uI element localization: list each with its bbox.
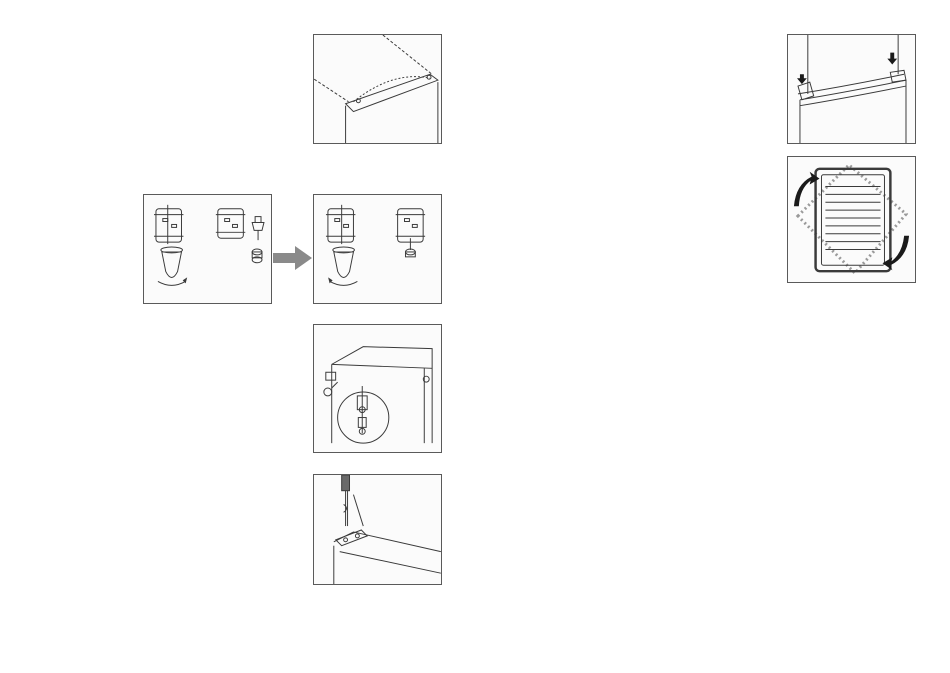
figure-door-top-pressing [787, 34, 916, 144]
figure-bottom-hinge-detail [313, 324, 442, 453]
bottom-hinge-detail-illustration [314, 325, 441, 452]
right-arrow-icon [273, 244, 313, 272]
down-arrow-icon [797, 74, 807, 84]
figure-hinge-pin-after [313, 194, 442, 304]
figure-hinge-pin-before [143, 194, 272, 304]
hinge-pin-after-illustration [314, 195, 441, 303]
top-hinge-cover-illustration [314, 35, 441, 143]
figure-door-gasket-rotation [787, 156, 916, 283]
down-arrow-icon [887, 53, 897, 65]
figure-hinge-screw-fastening [313, 474, 442, 585]
hinge-screw-fastening-illustration [314, 475, 441, 584]
door-gasket-rotation-illustration [788, 157, 915, 282]
hinge-pin-before-illustration [144, 195, 271, 303]
figure-top-hinge-cover [313, 34, 442, 144]
door-top-pressing-illustration [788, 35, 915, 143]
